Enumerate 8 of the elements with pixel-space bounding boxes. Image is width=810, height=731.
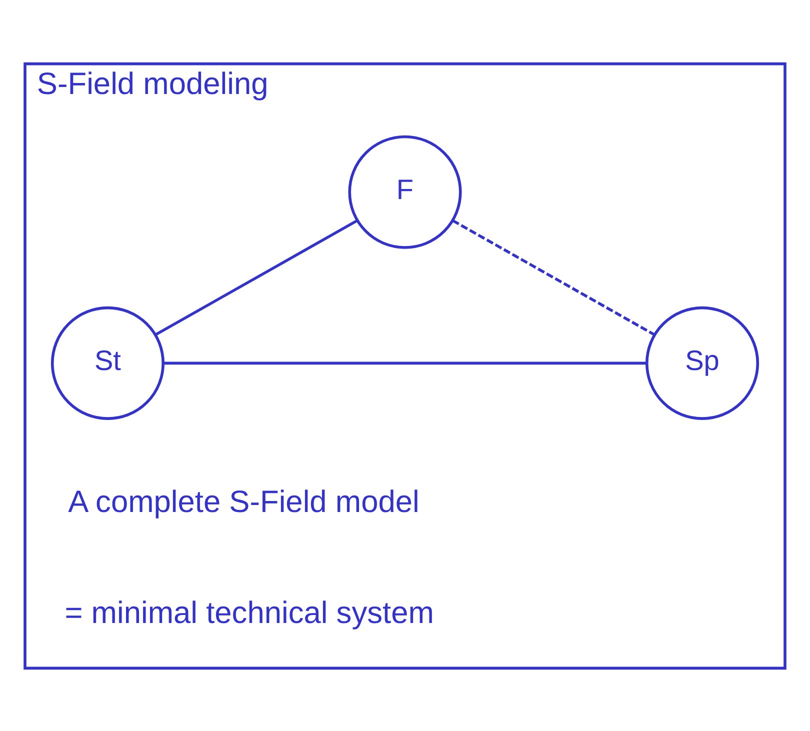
node-circle: F [348,134,462,248]
label: A complete S-Field model [68,483,420,518]
label: = minimal technical system [64,594,434,630]
connector [452,218,656,336]
connector [163,361,646,364]
connector [154,218,358,336]
node-circle: Sp [645,306,760,420]
node-circle: St [50,306,165,420]
